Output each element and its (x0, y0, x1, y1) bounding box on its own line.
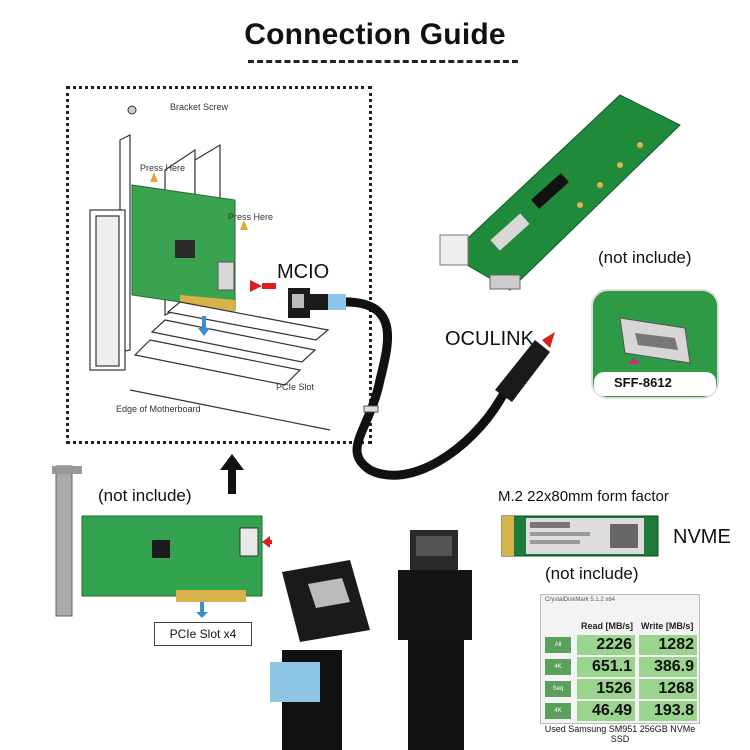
cdm-test-label[interactable]: 4K (545, 703, 571, 719)
crystaldiskmark-panel: CrystalDiskMark 5.1.2 x64 Read [MB/s] Wr… (540, 594, 700, 724)
cdm-read-header: Read [MB/s] (581, 621, 634, 631)
cdm-read-value: 46.49 (577, 701, 635, 721)
m2-adapter-board (439, 94, 681, 291)
press-here-label-1: Press Here (140, 163, 186, 173)
cdm-window-title: CrystalDiskMark 5.1.2 x64 (545, 597, 616, 603)
sff8612-inset (591, 289, 719, 399)
cdm-read-value: 1526 (577, 679, 635, 699)
nvme-label: NVME (673, 526, 731, 548)
m2-ssd (501, 515, 659, 557)
cdm-row: 4K Q32T1 651.1 386.9 (545, 657, 697, 686)
oculink-cable (288, 288, 555, 480)
cdm-read-value: 2226 (577, 635, 635, 655)
cdm-test-label[interactable]: All (545, 637, 571, 653)
title-underline (248, 60, 518, 63)
not-include-card-label: (not include) (98, 486, 192, 505)
cdm-row: All 2226 1282 (545, 635, 697, 655)
cdm-write-value: 386.9 (639, 657, 697, 677)
cdm-write-header: Write [MB/s] (641, 621, 694, 631)
up-arrow-icon (220, 454, 244, 494)
cdm-footer-label: Used Samsung SM951 256GB NVMe SSD (544, 724, 696, 744)
oculink-label: OCULINK (445, 328, 534, 350)
cdm-write-value: 1282 (639, 635, 697, 655)
pcie-slot-x4-label: PCIe Slot x4 (154, 622, 252, 646)
mcio-label: MCIO (277, 261, 330, 283)
page-title: Connection Guide (244, 18, 506, 51)
cdm-row: 4K 46.49 193.8 (545, 701, 697, 721)
pcie-slot-label: PCIe Slot (276, 382, 315, 392)
pcie-host-card (52, 465, 272, 618)
install-drawing (89, 105, 331, 431)
m2-form-factor-label: M.2 22x80mm form factor (498, 488, 669, 505)
cdm-test-label[interactable]: Seq (545, 681, 571, 697)
press-here-label-2: Press Here (228, 212, 274, 222)
cdm-test-label[interactable]: 4K Q32T1 (545, 659, 571, 686)
cdm-row: Seq 1526 1268 (545, 679, 697, 699)
cable-closeup (270, 530, 472, 750)
cdm-write-value: 193.8 (639, 701, 697, 721)
not-include-adapter-label: (not include) (598, 248, 692, 267)
sff8612-label: SFF-8612 (614, 375, 672, 390)
not-include-ssd-label: (not include) (545, 564, 639, 583)
cdm-write-value: 1268 (639, 679, 697, 699)
cdm-read-value: 651.1 (577, 657, 635, 677)
bracket-screw-label: Bracket Screw (170, 102, 229, 112)
edge-motherboard-label: Edge of Motherboard (116, 404, 201, 414)
